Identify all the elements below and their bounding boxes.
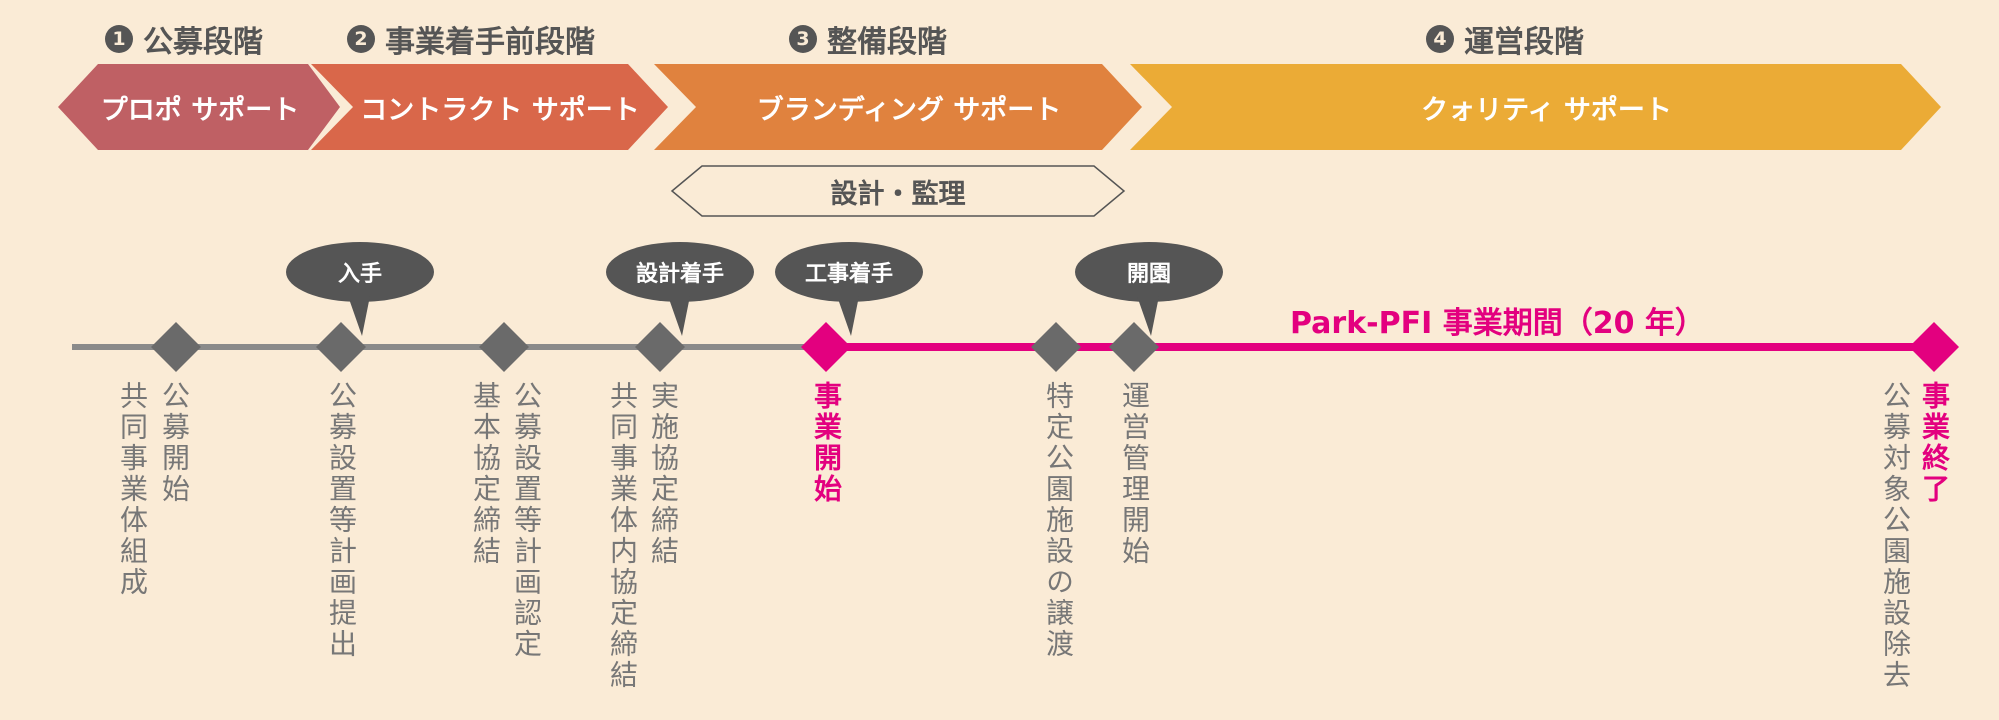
stage-title-1: 1 公募段階 [105,18,263,60]
milestone-diamond [479,322,529,372]
design-supervision-box [670,165,1126,217]
bubble-opening: 開園 [1126,262,1171,287]
event-label: 特定公園施設の譲渡 [1042,381,1075,660]
bubble-nyushu-shape [286,242,434,336]
milestone-diamond [635,322,685,372]
bubble-design-start-shape [606,242,754,336]
phase-arrow-contract [311,64,668,150]
event-label-project-start: 事業開始 [810,381,843,505]
phase-arrow-branding [654,64,1142,150]
event-label: 公募開始 [158,381,191,505]
milestone-diamond [316,322,366,372]
bubble-opening-shape [1075,242,1223,336]
milestone-diamond [151,322,201,372]
stage-title-2: 2 事業着手前段階 [347,18,595,60]
event-label: 共同事業体内協定締結 [606,381,639,691]
design-supervision-label: 設計・監理 [830,178,966,210]
stage-number: 3 [789,25,817,53]
phase-label-branding: ブランディング サポート [756,94,1062,126]
phase-label-propo: プロポ サポート [100,94,300,126]
event-label: 基本協定締結 [469,381,502,567]
bubble-nyushu: 入手 [337,262,382,287]
stage-number: 1 [105,25,133,53]
phase-arrow-propo [58,64,340,150]
milestone-diamond-pink [801,322,851,372]
stage-label: 整備段階 [827,25,947,60]
bubble-construction-start: 工事着手 [804,262,893,287]
phase-label-contract: コントラクト サポート [360,94,640,126]
event-label: 共同事業体組成 [116,381,149,598]
milestone-diamond [1109,322,1159,372]
phase-arrow-quality [1130,64,1941,150]
stage-label: 事業着手前段階 [385,25,595,60]
stage-title-4: 4 運営段階 [1426,18,1584,60]
event-label: 運営管理開始 [1118,381,1151,567]
bubble-design-start: 設計着手 [635,262,724,287]
event-label: 公募設置等計画認定 [510,381,543,660]
milestone-diamond-pink [1909,322,1959,372]
phase-label-quality: クォリティ サポート [1421,94,1672,126]
project-period-label: Park-PFI 事業期間（20 年） [1290,306,1705,341]
event-label-project-end: 事業終了 [1918,381,1951,505]
bubble-construction-start-shape [775,242,923,336]
stage-title-3: 3 整備段階 [789,18,947,60]
event-label: 公募設置等計画提出 [325,381,358,660]
event-label: 公募対象公園施設除去 [1879,381,1912,691]
stage-number: 4 [1426,25,1454,53]
stage-label: 運営段階 [1464,25,1584,60]
event-label: 実施協定締結 [647,381,680,567]
milestone-diamond [1031,322,1081,372]
stage-label: 公募段階 [143,25,263,60]
stage-number: 2 [347,25,375,53]
